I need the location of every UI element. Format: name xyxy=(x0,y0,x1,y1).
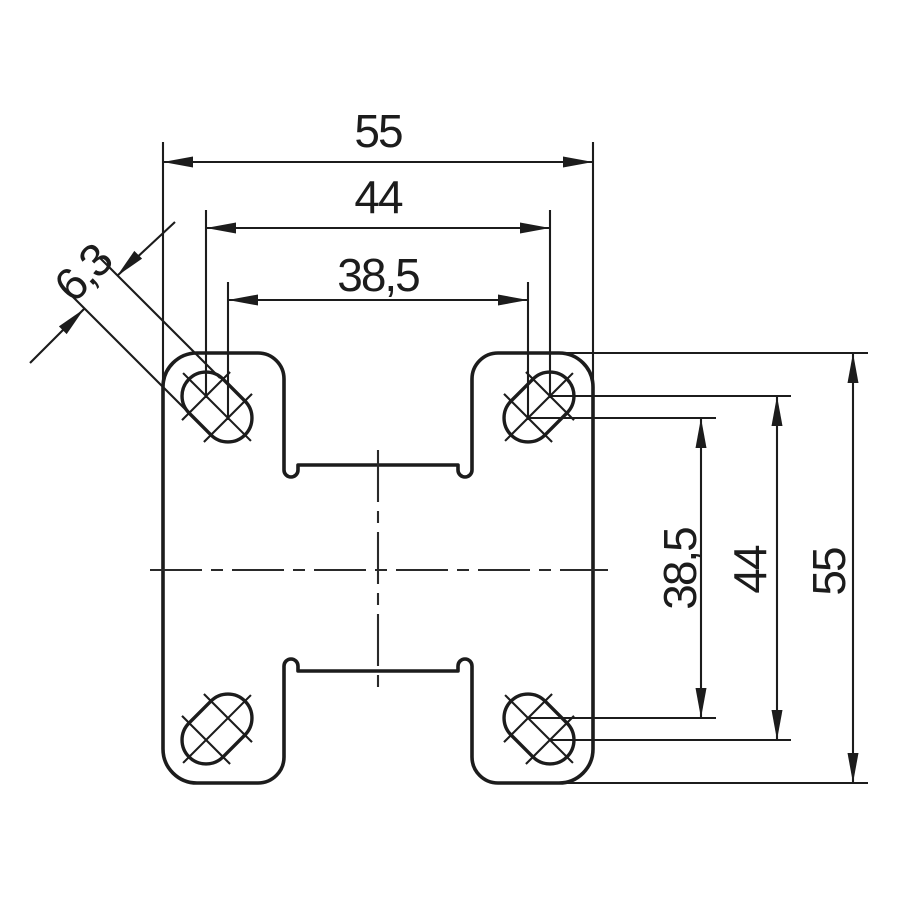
arrowhead-bottom xyxy=(695,688,707,718)
arrowhead-top xyxy=(695,418,707,448)
extension-line xyxy=(99,257,221,379)
arrowhead-left xyxy=(228,294,258,306)
arrowhead-right xyxy=(563,156,593,168)
slot-bottom-right xyxy=(502,692,576,766)
dim-label-slot-6-3: 6,3 xyxy=(44,234,122,312)
dim-label-top-44: 44 xyxy=(354,171,403,223)
dimension-right-38-5: 38,5 xyxy=(529,416,716,720)
extension-line xyxy=(65,289,187,411)
dim-label-right-44: 44 xyxy=(724,545,776,594)
slot-center-mark xyxy=(503,693,553,743)
dimension-right-55: 55 xyxy=(557,351,868,785)
arrowhead-top xyxy=(847,353,859,383)
slot-axis-mark xyxy=(182,694,252,764)
dimension-top-38-5: 38,5 xyxy=(226,249,530,420)
slotted-holes xyxy=(180,370,576,766)
arrowhead-left xyxy=(163,156,193,168)
arrowhead-bottom xyxy=(847,753,859,783)
slot-axis-mark xyxy=(182,372,252,442)
dimension-right-44: 44 xyxy=(550,394,791,742)
arrowhead-right xyxy=(520,222,550,234)
dim-label-right-55: 55 xyxy=(803,548,855,596)
dim-label-top-55: 55 xyxy=(354,105,402,157)
slot-axis-mark xyxy=(504,372,574,442)
arrowhead-top xyxy=(771,396,783,426)
slot-center-mark xyxy=(525,715,575,765)
arrowhead-left xyxy=(206,222,236,234)
slot-center-mark xyxy=(203,693,253,743)
dim-label-top-38-5: 38,5 xyxy=(337,249,419,301)
arrowhead-bottom xyxy=(771,710,783,740)
slot-bottom-left xyxy=(180,692,254,766)
slot-top-left xyxy=(180,370,254,444)
arrowhead-upper xyxy=(117,250,143,276)
slot-top-right xyxy=(502,370,576,444)
arrowhead-lower xyxy=(58,309,84,335)
dimension-top-44: 44 xyxy=(204,171,552,398)
dim-label-right-38-5: 38,5 xyxy=(654,528,706,610)
dimension-top-55: 55 xyxy=(161,105,595,390)
arrowhead-right xyxy=(498,294,528,306)
slot-axis-mark xyxy=(504,694,574,764)
slot-center-mark xyxy=(181,715,231,765)
